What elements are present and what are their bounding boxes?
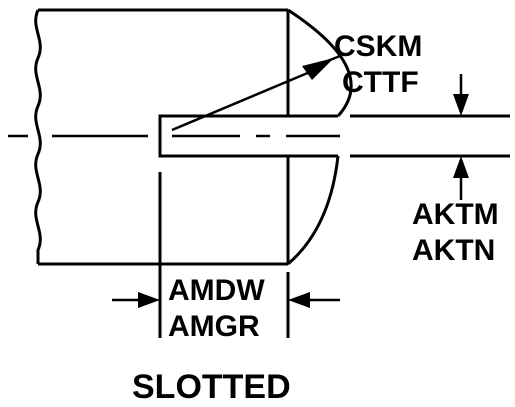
countersink-leader-arrow xyxy=(302,58,334,80)
label-amdw: AMDW xyxy=(168,274,265,307)
depth-arrow-left-head xyxy=(138,292,160,308)
break-line xyxy=(34,9,42,264)
countersink-leader xyxy=(171,70,311,132)
label-aktm: AKTM xyxy=(412,198,499,231)
width-arrow-top-head xyxy=(453,94,469,116)
label-cskm: CSKM xyxy=(334,30,422,63)
countersink-leader-tail xyxy=(319,54,341,66)
label-amgr: AMGR xyxy=(168,310,260,343)
slot-outline xyxy=(158,114,338,158)
label-aktn: AKTN xyxy=(412,234,495,267)
caption-slotted: SLOTTED xyxy=(132,368,291,406)
depth-arrow-right-head xyxy=(288,292,310,308)
width-arrow-bottom-head xyxy=(453,156,469,178)
countersink-dome xyxy=(287,8,353,266)
label-cttf: CTTF xyxy=(342,66,419,99)
